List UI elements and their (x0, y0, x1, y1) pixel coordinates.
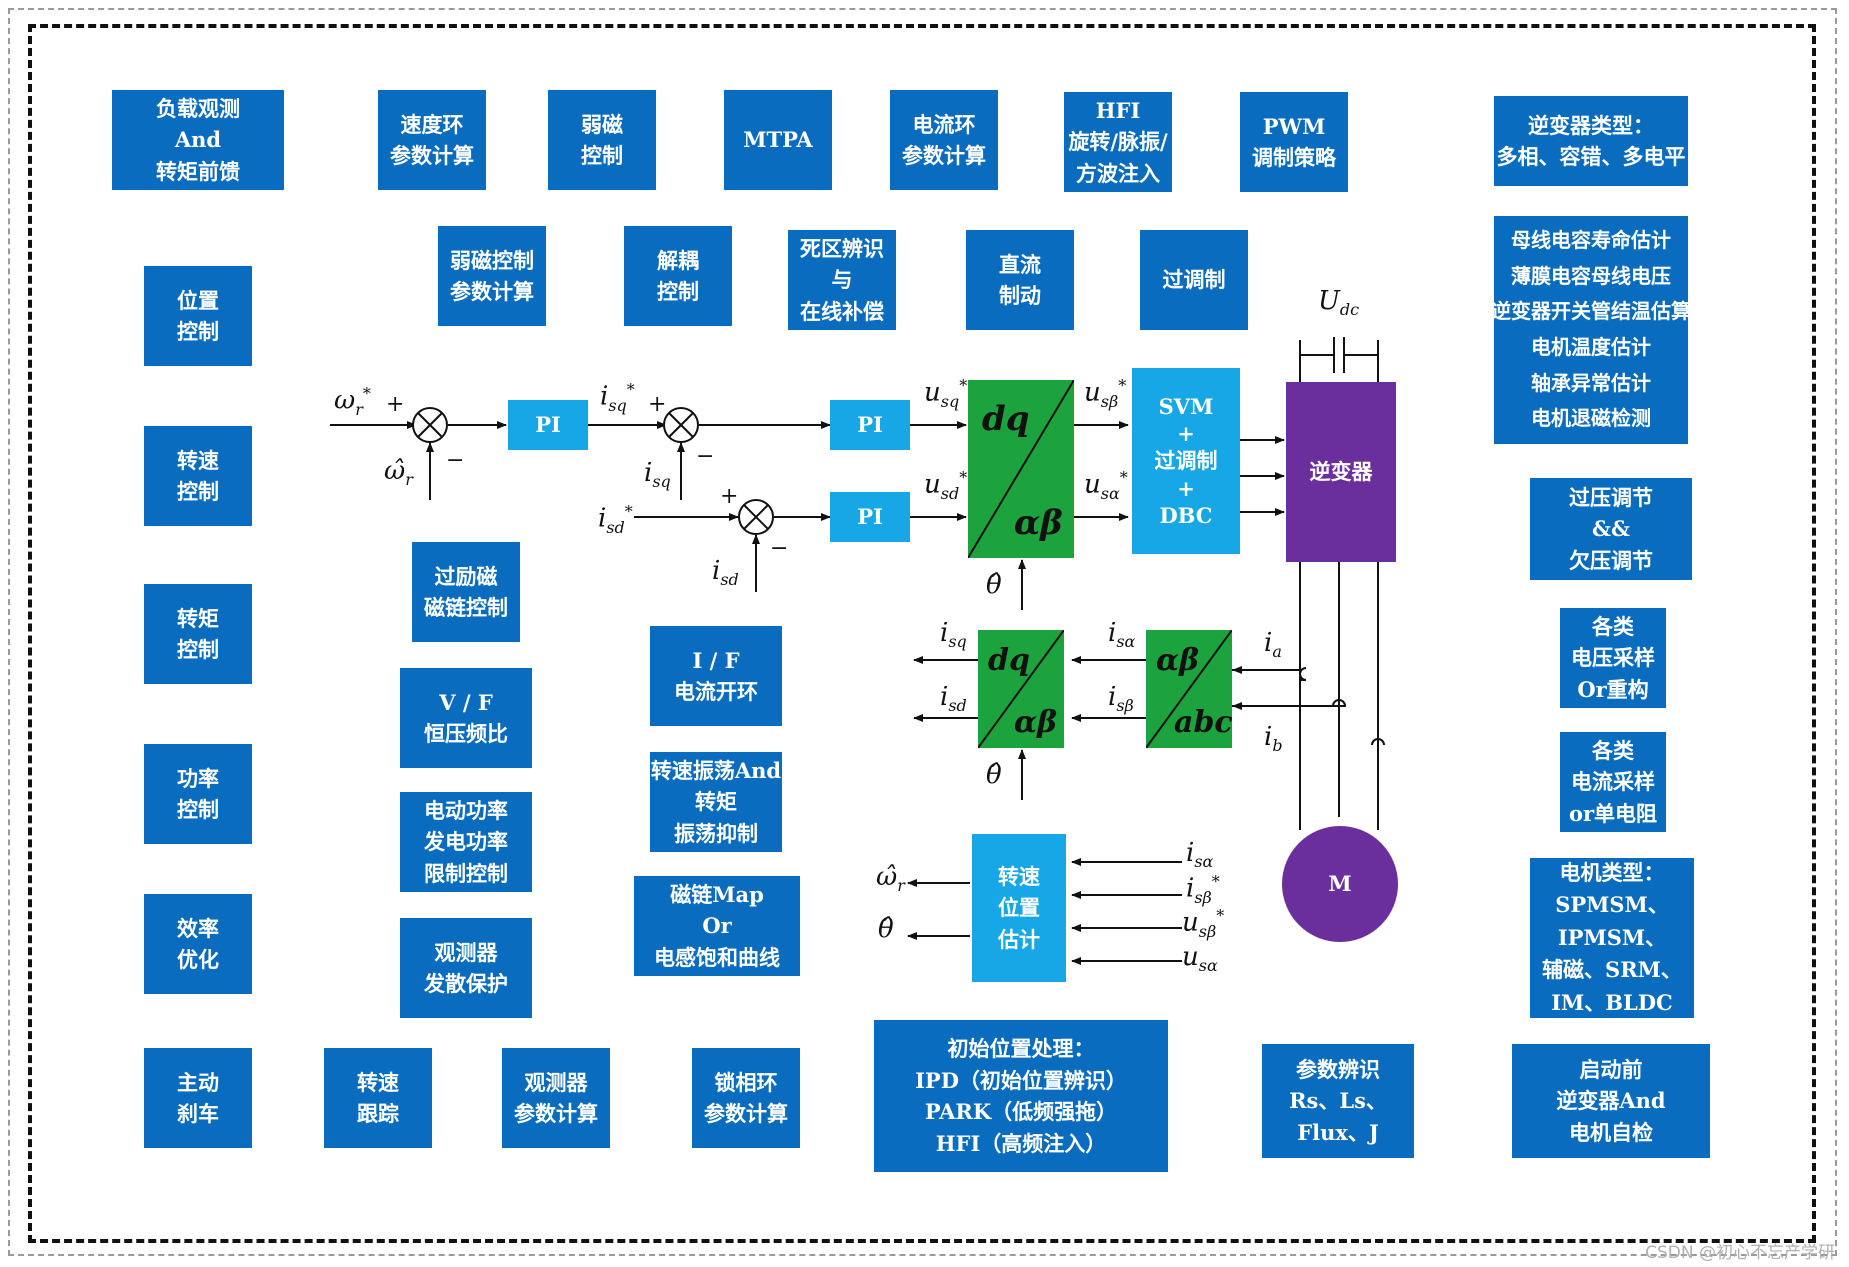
speed-control-block: 转速控制 (144, 426, 252, 526)
dq-alphabeta-transform-top: dq αβ (968, 380, 1074, 558)
initial-position-block: 初始位置处理：IPD（初始位置辨识） PARK（低频强拖）HFI（高频注入） (874, 1020, 1168, 1172)
inverter-block: 逆变器 (1286, 382, 1396, 562)
deadtime-block: 死区辨识与在线补偿 (788, 230, 896, 330)
isa-est-input-label: isα (1186, 838, 1214, 872)
plus-sign: + (648, 392, 667, 417)
usa-est-input-label: usα (1182, 942, 1218, 976)
usq-ref-label: usq* (924, 376, 968, 411)
over-excitation-block: 过励磁磁链控制 (412, 542, 520, 642)
decoupling-block: 解耦控制 (624, 226, 732, 326)
isb-label: isβ (1108, 682, 1134, 716)
health-monitor-block: 母线电容寿命估计薄膜电容母线电压逆变器开关管结温估算 电机温度估计轴承异常估计电… (1491, 216, 1691, 444)
omega-hat-output-label: ω̂r (876, 862, 905, 896)
power-limit-block: 电动功率发电功率限制控制 (400, 792, 532, 892)
isb-est-input-label: isβ* (1186, 872, 1220, 907)
speed-loop-params-block: 速度环参数计算 (378, 90, 486, 190)
omega-ref-label: ωr* (334, 384, 371, 419)
ib-label: ib (1264, 722, 1283, 756)
isq-label-bottom: isq (940, 618, 967, 652)
svm-block: SVM+过调制 +DBC (1132, 368, 1240, 554)
isd-feedback-label: isd (712, 556, 739, 590)
outer-dashed-frame (8, 8, 1837, 1256)
ia-label: ia (1264, 628, 1282, 662)
omega-hat-label: ω̂r (384, 456, 413, 490)
usa-ref-label: usα* (1084, 468, 1128, 503)
pi-id-block: PI (830, 492, 910, 542)
mtpa-block: MTPA (724, 90, 832, 190)
observer-params-block: 观测器参数计算 (502, 1048, 610, 1148)
plus-sign: + (720, 484, 739, 509)
alphabeta-abc-transform: αβ abc (1146, 630, 1233, 748)
isd-ref-label: isd* (598, 502, 633, 537)
isq-ref-label: isq* (600, 380, 635, 415)
overmodulation-block: 过调制 (1140, 230, 1248, 330)
current-loop-params-block: 电流环参数计算 (890, 90, 998, 190)
motor-type-block: 电机类型：SPMSM、IPMSM、 辅磁、SRM、IM、BLDC (1530, 858, 1694, 1018)
active-brake-block: 主动刹车 (144, 1048, 252, 1148)
inner-dashed-frame (28, 24, 1816, 1243)
dq-alphabeta-transform-bottom: dq αβ (978, 630, 1064, 748)
isd-label-bottom: isd (940, 682, 967, 716)
udc-label: Udc (1318, 286, 1360, 320)
watermark: CSDN @初心不忘产学研 (1645, 1243, 1835, 1263)
usd-ref-label: usd* (924, 468, 968, 503)
torque-control-block: 转矩控制 (144, 584, 252, 684)
fw-params-block: 弱磁控制参数计算 (438, 226, 546, 326)
speed-position-estimator-block: 转速位置估计 (972, 834, 1066, 982)
isq-feedback-label: isq (644, 458, 671, 492)
efficiency-opt-block: 效率优化 (144, 894, 252, 994)
inverter-type-block: 逆变器类型：多相、容错、多电平 (1494, 96, 1688, 186)
pll-params-block: 锁相环参数计算 (692, 1048, 800, 1148)
observer-protect-block: 观测器发散保护 (400, 918, 532, 1018)
usb-est-input-label: usβ* (1182, 906, 1225, 941)
pi-speed-block: PI (508, 400, 588, 450)
usb-ref-label: usβ* (1084, 376, 1127, 411)
theta-hat-label-top: θ̂ (986, 570, 1002, 600)
minus-sign: − (770, 536, 789, 561)
over-under-voltage-block: 过压调节&&欠压调节 (1530, 478, 1692, 580)
field-weakening-block: 弱磁控制 (548, 90, 656, 190)
minus-sign: − (446, 448, 465, 473)
power-control-block: 功率控制 (144, 744, 252, 844)
dc-braking-block: 直流制动 (966, 230, 1074, 330)
position-control-block: 位置控制 (144, 266, 252, 366)
theta-hat-output-label: θ̂ (878, 914, 894, 944)
isa-label: isα (1108, 618, 1136, 652)
minus-sign: − (696, 444, 715, 469)
theta-hat-label-bottom: θ̂ (986, 760, 1002, 790)
plus-sign: + (386, 392, 405, 417)
speed-tracking-block: 转速跟踪 (324, 1048, 432, 1148)
motor-circle: M (1282, 826, 1398, 942)
pi-iq-block: PI (830, 400, 910, 450)
